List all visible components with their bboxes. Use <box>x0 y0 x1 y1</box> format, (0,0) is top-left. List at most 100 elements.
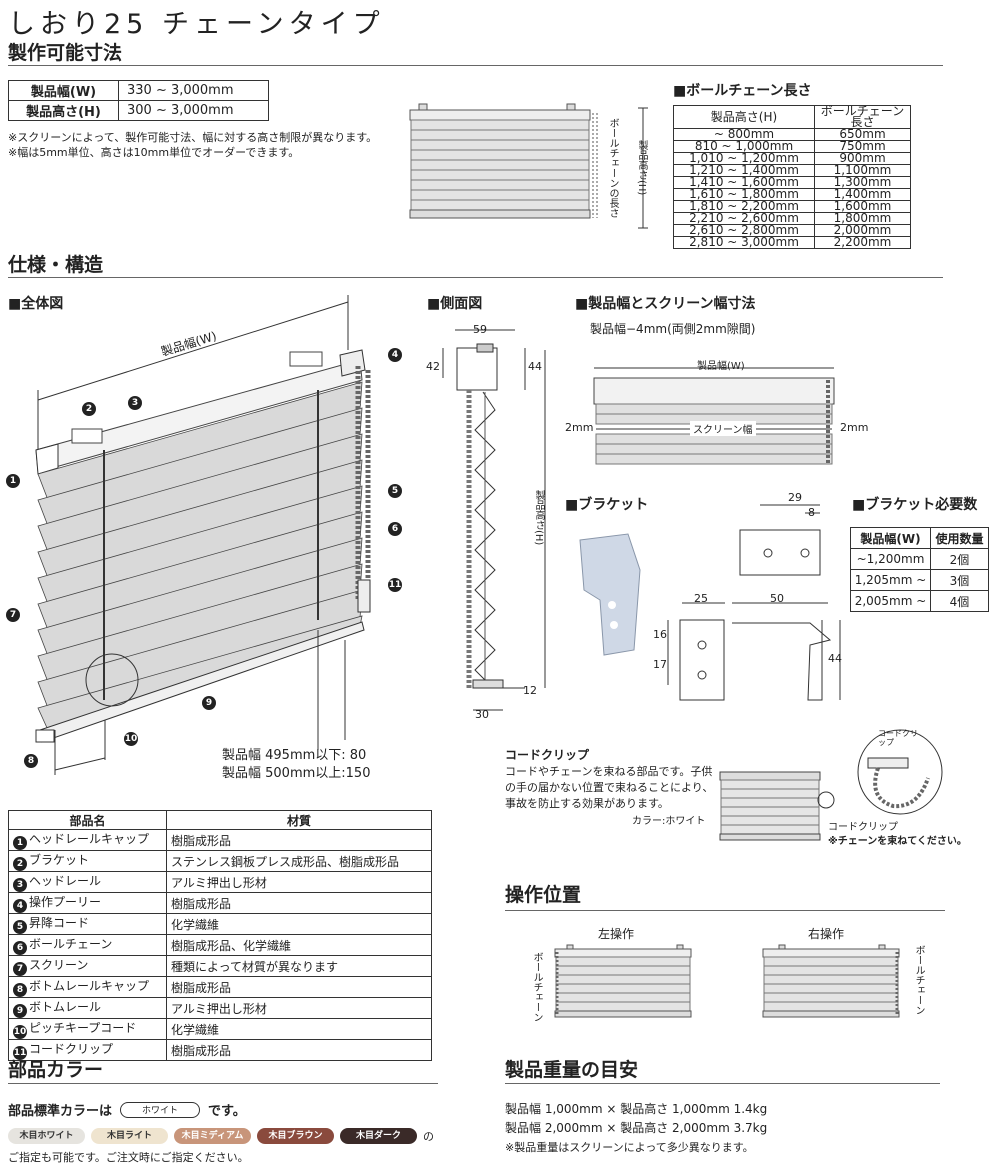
table-row: 2,005mm ~4個 <box>850 590 989 612</box>
table-cell: 樹脂成形品、化学繊維 <box>166 934 432 956</box>
standard-color-badge: ホワイト <box>120 1101 201 1118</box>
table-header-row: 製品高さ(H) ボールチェーン長さ <box>673 105 911 129</box>
part-number: 6 <box>13 941 27 955</box>
table-header: 材質 <box>166 810 432 830</box>
chain-length-heading: ■ボールチェーン長さ <box>673 83 812 99</box>
standard-color-suffix: です。 <box>208 1104 246 1119</box>
bracket-heading: ■ブラケット <box>565 497 649 513</box>
table-cell: 樹脂成形品 <box>166 1039 432 1061</box>
right-chain-label: ボールチェーン <box>913 945 924 1015</box>
bracket-drawing <box>667 504 841 701</box>
callout-4: 4 <box>388 348 402 362</box>
callout-8: 8 <box>24 754 38 768</box>
side-dim-30: 30 <box>475 708 489 721</box>
part-name: ヘッドレールキャップ <box>29 832 150 846</box>
part-name: コードクリップ <box>29 1042 114 1056</box>
table-cell: 樹脂成形品 <box>166 976 432 998</box>
bracket-dim-44: 44 <box>828 652 842 665</box>
callout-3: 3 <box>128 396 142 410</box>
table-cell: 1,010 ~ 1,200mm <box>673 152 815 165</box>
table-cell: 300 ~ 3,000mm <box>118 100 269 121</box>
height-label: 製品高さ(H) <box>636 140 647 196</box>
bracket-dim-25: 25 <box>694 592 708 605</box>
part-name: ヘッドレール <box>29 874 102 888</box>
left-chain-label: ボールチェーン <box>531 952 542 1022</box>
swatch-suffix: の <box>423 1130 434 1143</box>
cord-clip-desc-line: コードやチェーンを束ねる部品です。子供 <box>505 765 713 778</box>
page-title: しおり25 チェーンタイプ <box>8 9 385 40</box>
table-cell: アルミ押出し形材 <box>166 997 432 1019</box>
part-number: 5 <box>13 920 27 934</box>
table-cell: 1,300mm <box>814 176 911 189</box>
table-cell: 樹脂成形品 <box>166 829 432 851</box>
part-name: 操作プーリー <box>29 895 102 909</box>
part-number: 7 <box>13 962 27 976</box>
section-title-colors: 部品カラー <box>8 1059 104 1081</box>
part-number: 9 <box>13 1004 27 1018</box>
table-cell: ステンレス鋼板プレス成形品、樹脂成形品 <box>166 850 432 872</box>
table-cell: 化学繊維 <box>166 1018 432 1040</box>
table-cell: 樹脂成形品 <box>166 892 432 914</box>
operation-left-label: 左操作 <box>598 927 635 941</box>
table-cell: 3個 <box>930 569 989 591</box>
part-number: 8 <box>13 983 27 997</box>
cord-clip-label: コードクリップ <box>828 822 898 833</box>
table-cell: ~1,200mm <box>850 548 931 570</box>
swatch-wood-brown: 木目ブラウン <box>257 1128 334 1144</box>
table-header: 製品高さ(H) <box>673 105 815 129</box>
table-cell: 4個 <box>930 590 989 612</box>
divider <box>505 1083 940 1084</box>
bracket-photo <box>579 533 641 656</box>
cord-clip-title: コードクリップ <box>505 748 590 762</box>
part-number: 2 <box>13 857 27 871</box>
operation-right-label: 右操作 <box>808 927 845 941</box>
callout-7: 7 <box>6 608 20 622</box>
part-name: ピッチキープコード <box>29 1021 137 1035</box>
callout-1: 1 <box>6 474 20 488</box>
table-cell: 900mm <box>814 152 911 165</box>
section-title-weight: 製品重量の目安 <box>505 1059 639 1081</box>
table-cell: 化学繊維 <box>166 913 432 935</box>
standard-color-line: 部品標準カラーは ホワイト です。 <box>8 1100 246 1119</box>
table-header: 製品幅(W) <box>850 527 931 549</box>
table-cell: 1,205mm ~ <box>850 569 931 591</box>
table-cell: 2,810 ~ 3,000mm <box>673 236 815 249</box>
divider <box>505 910 945 911</box>
table-row: 製品高さ(H) 300 ~ 3,000mm <box>8 100 269 121</box>
part-number: 1 <box>13 836 27 850</box>
weight-note: ※製品重量はスクリーンによって多少異なります。 <box>505 1141 754 1154</box>
overall-blind-diagram <box>35 295 371 775</box>
chain-length-label: ボールチェーンの長さ <box>607 118 618 218</box>
part-name: スクリーン <box>29 958 89 972</box>
divider <box>8 65 943 66</box>
callout-6: 6 <box>388 522 402 536</box>
part-name: ボールチェーン <box>29 937 113 951</box>
section-title-spec: 仕様・構造 <box>8 254 104 276</box>
part-number: 3 <box>13 878 27 892</box>
table-cell: 1,210 ~ 1,400mm <box>673 164 815 177</box>
cord-clip-diagram <box>719 729 943 841</box>
callout-9: 9 <box>202 696 216 710</box>
section-title-sizes: 製作可能寸法 <box>8 42 123 64</box>
cord-clip-desc: コードやチェーンを束ねる部品です。子供 の手の届かない位置で束ねることにより、 … <box>505 764 713 812</box>
color-note: ご指定も可能です。ご注文時にご指定ください。 <box>8 1151 249 1164</box>
left-operation-diagram <box>554 944 692 1018</box>
table-cell: 1,800mm <box>814 212 911 225</box>
bracket-dim-17: 17 <box>653 658 667 671</box>
table-header: 部品名 <box>8 810 167 830</box>
bracket-dim-29: 29 <box>788 491 802 504</box>
